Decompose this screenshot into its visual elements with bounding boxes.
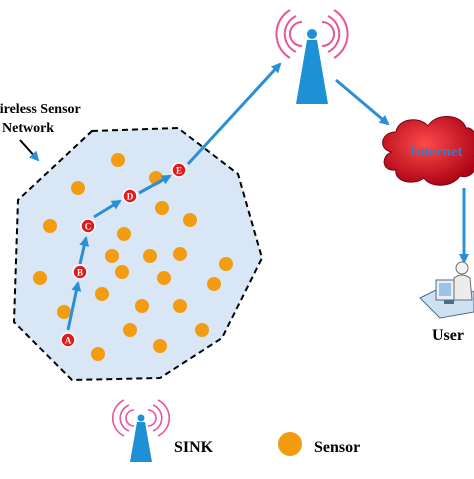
path-node-d (122, 188, 138, 204)
routing-path (66, 62, 282, 331)
path-node-b (72, 264, 88, 280)
sensor-dot-icon (43, 219, 57, 233)
sensor-dot-icon (183, 213, 197, 227)
legend-sink-label: SINK (174, 439, 214, 456)
sensor-dot-icon (57, 305, 71, 319)
legend: SINK Sensor (111, 399, 360, 462)
sensor-dot-icon (143, 249, 157, 263)
sensor-dot-icon (157, 271, 171, 285)
sensor-dot-icon (115, 265, 129, 279)
sensor-nodes (33, 153, 233, 361)
path-node-c (80, 218, 96, 234)
sensor-dot-icon (155, 201, 169, 215)
sensor-dot-icon (123, 323, 137, 337)
sensor-dot-icon (91, 347, 105, 361)
path-arrow-a-b (66, 281, 82, 331)
sensor-dot-icon (153, 339, 167, 353)
user-label: User (432, 327, 464, 344)
path-arrow-e-sink (186, 62, 282, 166)
path-node-e (171, 162, 187, 178)
cloud-label: Internet (410, 144, 463, 160)
sensor-dot-icon (219, 257, 233, 271)
user-computer-icon (419, 261, 474, 319)
path-nodes: A B C D E (60, 162, 187, 348)
legend-sink-icon (111, 399, 171, 462)
path-node-d-label: D (127, 192, 134, 202)
path-node-a (60, 332, 76, 348)
legend-sensor-icon (278, 432, 302, 456)
path-node-e-label: E (176, 166, 182, 176)
sensor-dot-icon (207, 277, 221, 291)
path-arrow-c-d (93, 199, 122, 219)
sensor-dot-icon (33, 271, 47, 285)
sensor-dot-icon (105, 249, 119, 263)
legend-sensor-label: Sensor (314, 439, 360, 456)
sensor-dot-icon (71, 181, 85, 195)
sensor-network-region (12, 126, 264, 382)
region-label-line2: Network (2, 121, 54, 136)
region-label-pointer (19, 139, 40, 162)
sensor-dot-icon (117, 227, 131, 241)
path-node-b-label: B (77, 268, 83, 278)
sensor-dot-icon (135, 299, 149, 313)
cloud-icon (382, 116, 474, 186)
sensor-dot-icon (173, 247, 187, 261)
path-node-c-label: C (85, 222, 92, 232)
path-arrow-d-e (138, 174, 172, 195)
path-arrow-b-c (78, 236, 90, 265)
arrow-sink-to-cloud (335, 78, 390, 126)
sensor-dot-icon (111, 153, 125, 167)
sensor-dot-icon (95, 287, 109, 301)
sensor-dot-icon (173, 299, 187, 313)
path-node-a-label: A (65, 336, 72, 346)
sink-tower-icon (275, 9, 349, 104)
sensor-dot-icon (195, 323, 209, 337)
region-label-line1: Wireless Sensor (0, 102, 81, 117)
